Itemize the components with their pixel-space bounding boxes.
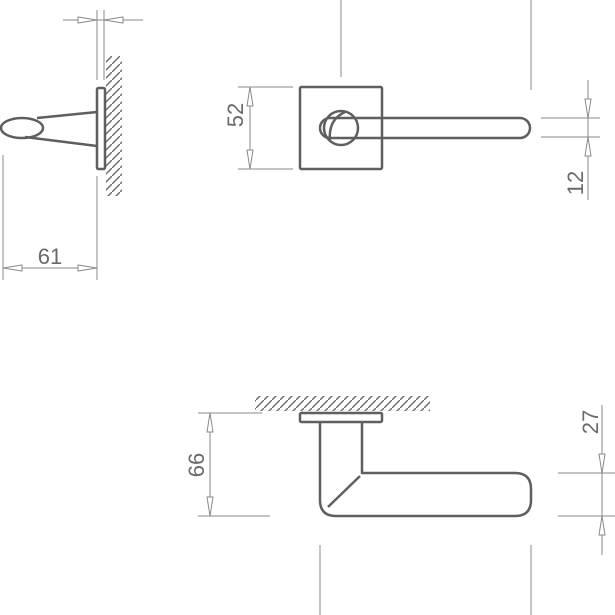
arrow-head (584, 136, 592, 157)
arrow-head (77, 16, 98, 24)
dimension-12: 12 (563, 171, 588, 195)
lever-edge-top (36, 110, 98, 120)
dimension-52: 52 (223, 103, 248, 127)
lever-edge-bottom (24, 135, 98, 148)
dimension-61: 61 (38, 244, 62, 269)
top-view: 66 27 (184, 396, 615, 615)
lever-bend-line (327, 475, 361, 508)
arrow-head (598, 453, 606, 474)
square-rose (298, 85, 384, 171)
arrow-head (598, 515, 606, 536)
rose-plate-top (298, 411, 384, 424)
lever-top (318, 422, 533, 518)
door-hatch (255, 396, 430, 411)
arrow-head (246, 86, 254, 107)
wall-hatch (106, 56, 122, 196)
rose-plate-side (95, 86, 107, 171)
dimension-66: 66 (184, 453, 209, 477)
arrow-head (584, 98, 592, 119)
dimension-27: 27 (578, 410, 603, 434)
arrow-head (206, 496, 214, 517)
lever-hub (322, 109, 360, 147)
arrow-head (2, 264, 23, 272)
arrow-head (206, 412, 214, 433)
lever-front (318, 116, 532, 140)
front-view: 52 12 (223, 0, 600, 200)
side-view: 61 (0, 10, 143, 280)
lever-end-side (0, 116, 45, 140)
lever-neck-curve (328, 110, 346, 141)
arrow-head (246, 149, 254, 170)
arrow-head (77, 264, 98, 272)
arrow-head (103, 16, 124, 24)
